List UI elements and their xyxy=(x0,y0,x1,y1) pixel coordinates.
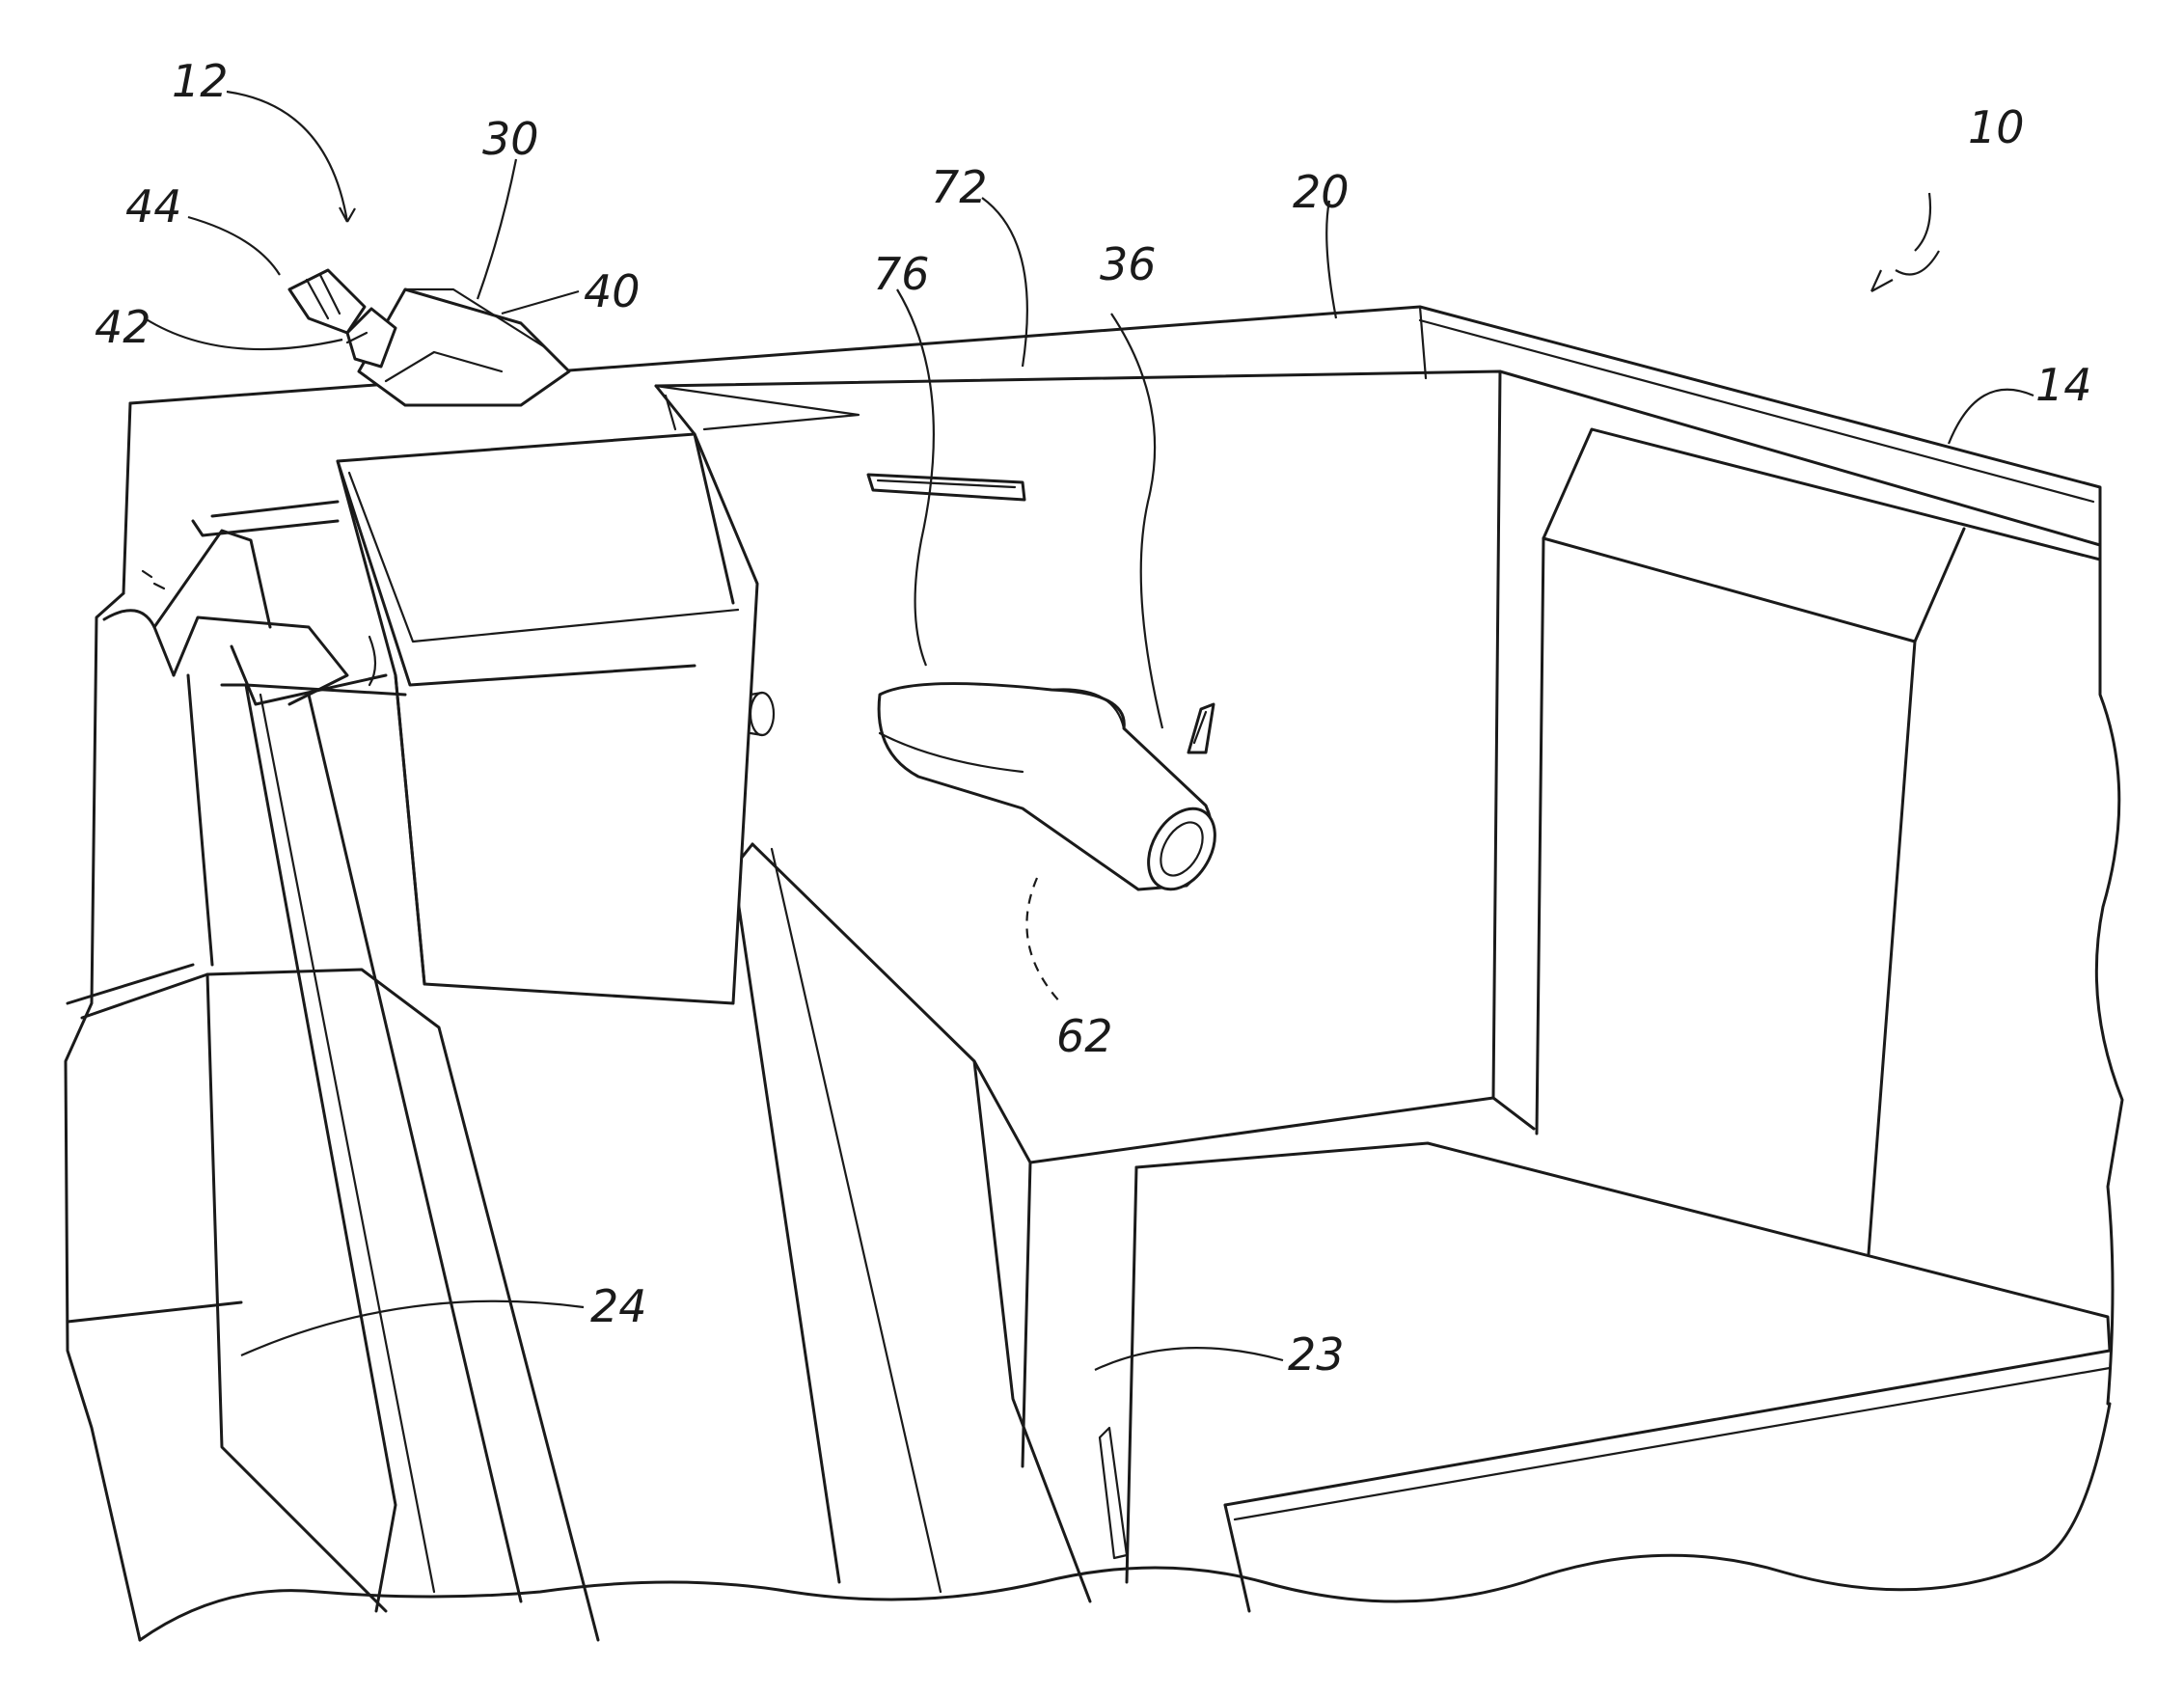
ref-10: 10 xyxy=(1968,101,2025,153)
ref-20: 20 xyxy=(1293,166,1350,218)
ref-62: 62 xyxy=(1056,1010,1113,1062)
ref-30: 30 xyxy=(482,113,539,165)
ref-23: 23 xyxy=(1288,1328,1345,1381)
ref-42: 42 xyxy=(95,301,151,353)
bottom-break-line xyxy=(140,1404,2110,1640)
ref-14: 14 xyxy=(2035,359,2092,411)
ref-36: 36 xyxy=(1100,238,1157,290)
ref-40: 40 xyxy=(584,265,641,317)
center-ramp xyxy=(733,844,1127,1601)
ref-72: 72 xyxy=(931,161,988,213)
ref-24: 24 xyxy=(590,1280,647,1332)
right-wall-panels xyxy=(1537,429,2122,1404)
connector-assembly xyxy=(289,270,569,405)
floor-platform xyxy=(1023,1143,2110,1611)
ref-76: 76 xyxy=(873,248,930,300)
bracket-box xyxy=(338,386,859,1003)
ref-12: 12 xyxy=(172,55,229,107)
ref-44: 44 xyxy=(125,180,182,233)
